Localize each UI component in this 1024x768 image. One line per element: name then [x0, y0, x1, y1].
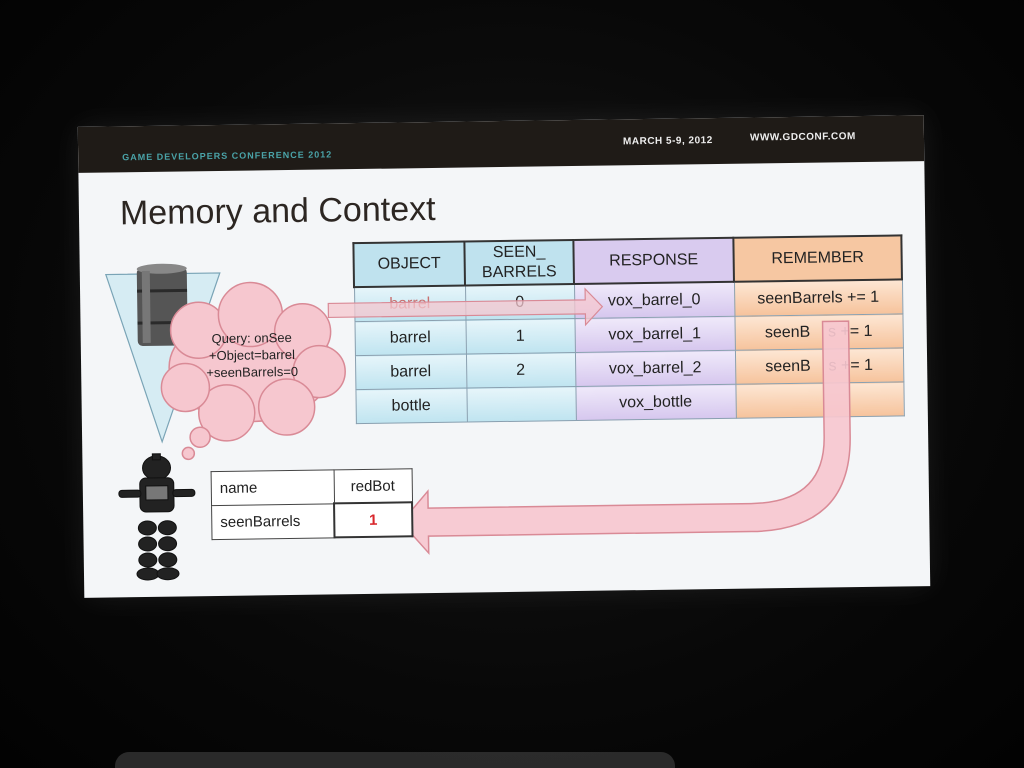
cell-seen: 1 [465, 318, 575, 355]
robot-icon [118, 453, 196, 581]
query-line: +Object=barrel [208, 346, 296, 364]
cell-seen: 0 [465, 284, 575, 321]
cell-response: vox_barrel_0 [573, 281, 735, 319]
table-row: seenBarrels 1 [211, 502, 413, 540]
cell-remember [735, 381, 904, 419]
cell-response: vox_barrel_2 [574, 350, 736, 387]
memory-key: name [211, 469, 335, 506]
table-header-row: OBJECT SEEN_ BARRELS RESPONSE REMEMBER [353, 235, 902, 288]
presentation-slide: GAME DEVELOPERS CONFERENCE 2012 MARCH 5-… [77, 115, 931, 598]
query-line: +seenBarrels=0 [206, 363, 299, 381]
diagram-graphics [104, 263, 346, 581]
cell-remember: seenB s += 1 [734, 347, 904, 385]
cell-remember: seenB s += 1 [734, 313, 903, 351]
cell-object: barrel [354, 285, 466, 322]
cell-object: barrel [354, 320, 466, 356]
header-response: RESPONSE [573, 237, 734, 285]
response-rule-table: OBJECT SEEN_ BARRELS RESPONSE REMEMBER b… [352, 234, 904, 424]
cell-response: vox_bottle [575, 384, 736, 421]
cell-seen [466, 386, 576, 423]
cell-object: barrel [354, 354, 467, 390]
query-line: Query: onSee [211, 329, 292, 347]
cell-object: bottle [355, 388, 467, 424]
cell-remember: seenBarrels += 1 [733, 279, 903, 317]
thought-cloud-icon [160, 281, 346, 461]
cell-seen: 2 [465, 352, 576, 389]
table-row: name redBot [211, 468, 413, 506]
query-text: Query: onSee +Object=barrel +seenBarrels… [187, 329, 318, 382]
header-object: OBJECT [353, 241, 466, 288]
header-remember: REMEMBER [733, 235, 902, 282]
header-seen-barrels: SEEN_ BARRELS [464, 240, 574, 286]
memory-value: redBot [333, 468, 413, 504]
table-row: bottle vox_bottle [355, 381, 904, 424]
memory-value-highlight: 1 [334, 502, 413, 538]
memory-key: seenBarrels [211, 503, 335, 540]
memory-table: name redBot seenBarrels 1 [210, 468, 414, 541]
cell-response: vox_barrel_1 [574, 316, 735, 353]
screen-reflection [115, 752, 675, 768]
